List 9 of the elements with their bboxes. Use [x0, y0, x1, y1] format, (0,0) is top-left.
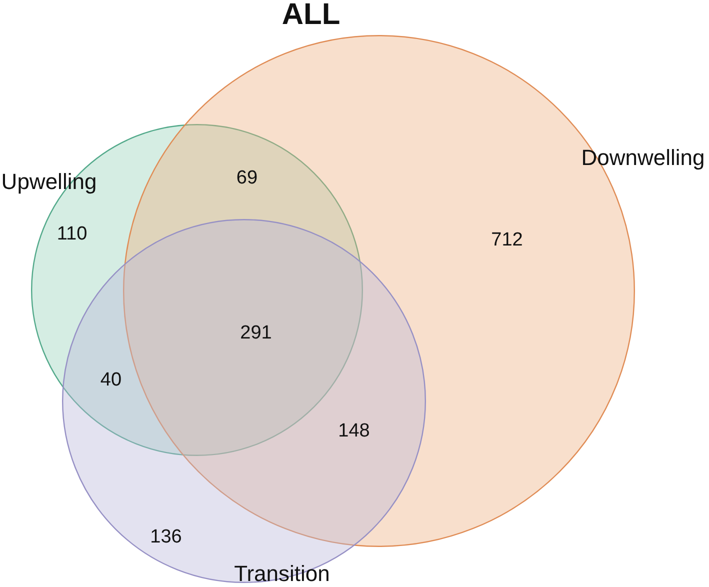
- region-count: 712: [491, 230, 523, 250]
- region-count: 40: [100, 370, 122, 390]
- region-count: 136: [150, 528, 182, 546]
- region-count: 69: [236, 168, 258, 188]
- region-count: 110: [56, 224, 88, 244]
- region-count: 148: [338, 422, 370, 440]
- set-label: Transition: [234, 563, 330, 585]
- region-count: 291: [240, 324, 272, 342]
- diagram-title: ALL: [282, 0, 340, 30]
